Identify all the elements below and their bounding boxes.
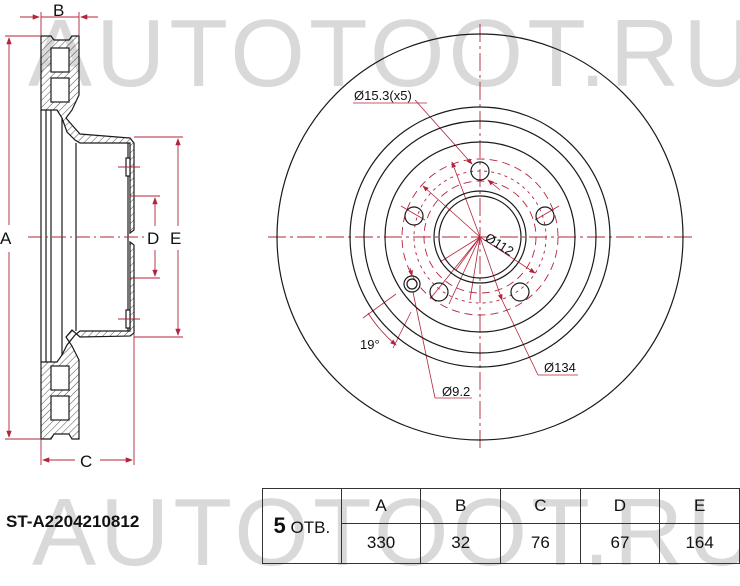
annotation-small-hole: Ø9.2 bbox=[442, 384, 470, 399]
annotation-hub-bore: Ø134 bbox=[544, 360, 576, 375]
dimensions-table: 5 ОТВ. A B C D E 330 32 76 67 164 bbox=[262, 488, 740, 565]
header-d: D bbox=[579, 488, 661, 524]
header-b: B bbox=[420, 488, 502, 524]
header-e: E bbox=[659, 488, 740, 524]
bolt-hole bbox=[404, 206, 424, 226]
value-d: 67 bbox=[579, 522, 661, 565]
annotation-bolt-circle: Ø112 bbox=[482, 230, 516, 259]
bolt-hole bbox=[470, 161, 490, 181]
side-dimensions bbox=[5, 12, 183, 465]
part-number: ST-A2204210812 bbox=[6, 512, 140, 531]
watermark-top: AUTOTOOT.RU bbox=[28, 0, 740, 107]
bolt-hole bbox=[510, 282, 530, 302]
label-d: D bbox=[147, 229, 159, 248]
value-e: 164 bbox=[659, 522, 740, 565]
technical-drawing: A B C D E bbox=[0, 1, 692, 471]
header-c: C bbox=[500, 488, 581, 524]
label-a: A bbox=[0, 229, 12, 248]
label-b: B bbox=[53, 1, 64, 20]
bolt-hole bbox=[429, 282, 449, 302]
holes-count: 5 bbox=[273, 513, 286, 538]
value-a: 330 bbox=[340, 522, 422, 565]
annotation-angle: 19° bbox=[360, 337, 380, 352]
label-c: C bbox=[80, 452, 92, 471]
locating-hole bbox=[403, 275, 421, 293]
value-c: 76 bbox=[500, 522, 581, 565]
label-e: E bbox=[170, 229, 181, 248]
holes-label: ОТВ. bbox=[290, 518, 331, 537]
value-b: 32 bbox=[420, 522, 502, 565]
annotation-bolt-hole: Ø15.3(x5) bbox=[354, 88, 412, 103]
side-section-view bbox=[40, 35, 135, 440]
header-a: A bbox=[340, 488, 422, 524]
bolt-hole bbox=[535, 206, 555, 226]
holes-cell: 5 ОТВ. bbox=[262, 488, 342, 564]
front-view bbox=[268, 24, 692, 448]
